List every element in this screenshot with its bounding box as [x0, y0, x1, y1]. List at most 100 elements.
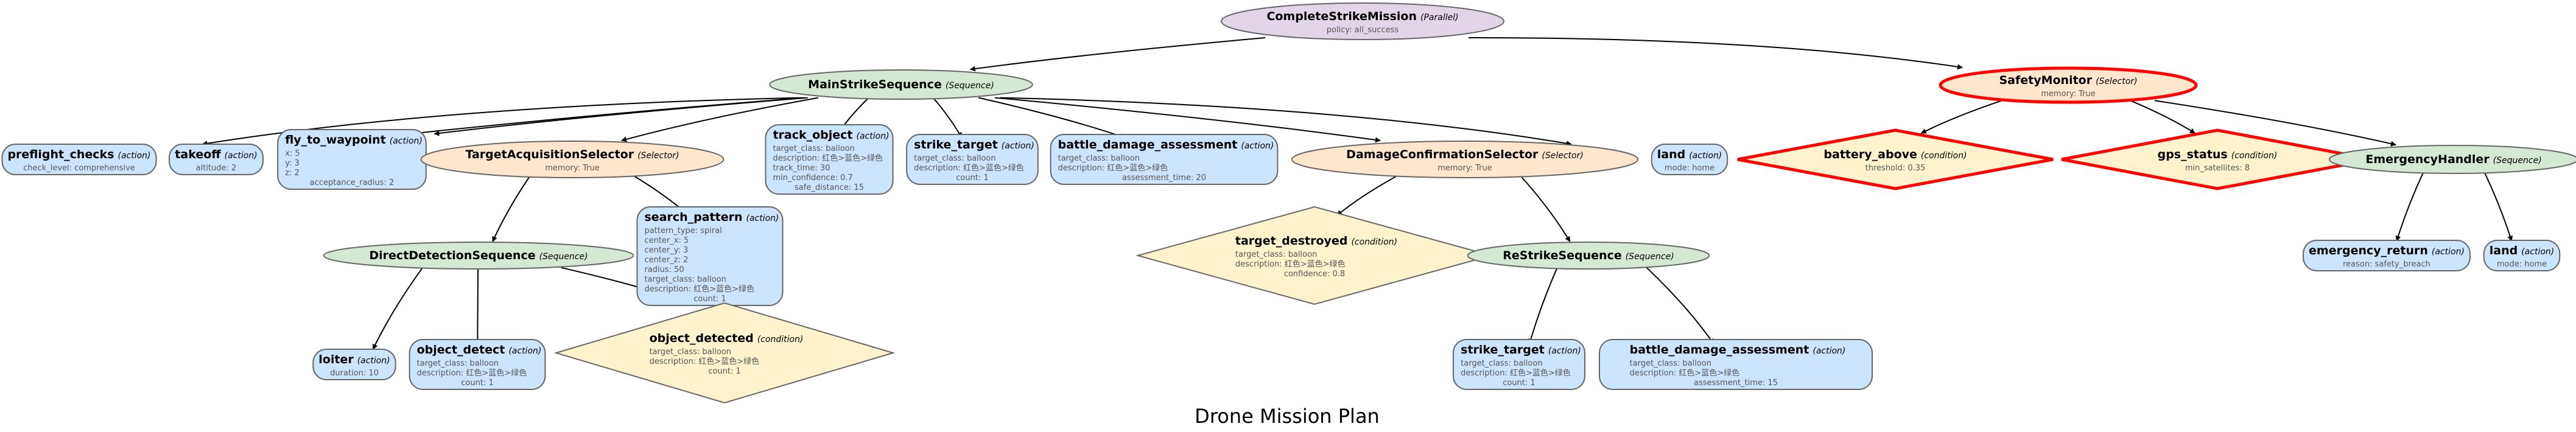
node-shape: [2483, 240, 2561, 271]
edge-safety-battery: [1920, 100, 2002, 134]
node-shape: [553, 302, 896, 404]
node-name: fly_to_waypoint(action): [285, 133, 423, 147]
node-emergencyhandler[interactable]: EmergencyHandler(Sequence): [2329, 145, 2576, 174]
node-param: altitude: 2: [196, 164, 237, 173]
node-param: target_class: balloon: [1235, 250, 1317, 259]
node-param: target_class: balloon: [644, 275, 726, 284]
edge-dds-loiter: [372, 267, 424, 350]
edge-restrike-bda2: [1646, 267, 1714, 344]
node-battle-damage-assessment[interactable]: battle_damage_assessment(action)target_c…: [1599, 339, 1873, 390]
action-box: [409, 339, 546, 390]
node-restrikesequence[interactable]: ReStrikeSequence(Sequence): [1467, 242, 1710, 270]
action-box: [1599, 339, 1873, 390]
node-shape: [1, 144, 157, 175]
node-name: track_object(action): [773, 128, 889, 142]
node-param: target_class: balloon: [650, 347, 731, 357]
node-shape: [1651, 144, 1728, 175]
composite-ellipse: [769, 69, 1033, 100]
node-name: target_destroyed(condition): [1235, 234, 1397, 248]
node-param: y: 3: [285, 159, 300, 168]
node-battle-damage-assessment[interactable]: battle_damage_assessment(action)target_c…: [1050, 134, 1279, 185]
node-shape: [409, 339, 546, 390]
node-param: memory: True: [545, 164, 600, 173]
node-fly-to-waypoint[interactable]: fly_to_waypoint(action)x: 5y: 3z: 2accep…: [277, 129, 427, 190]
node-damageconfirmationselector[interactable]: DamageConfirmationSelector(Selector)memo…: [1291, 141, 1638, 178]
edge-main-preflight: [202, 97, 802, 147]
node-name: takeoff(action): [175, 148, 257, 161]
edge-emerg-eret: [2395, 172, 2424, 242]
node-name: strike_target(action): [914, 138, 1034, 152]
node-shape: [2329, 145, 2576, 174]
node-name: search_pattern(action): [644, 211, 779, 224]
node-param: description: 红色>蓝色>绿色: [1461, 368, 1571, 378]
node-gps-status[interactable]: gps_status(condition)min_satellites: 8: [2061, 128, 2374, 190]
node-mainstrikesequence[interactable]: MainStrikeSequence(Sequence): [769, 69, 1033, 100]
node-search-pattern[interactable]: search_pattern(action)pattern_type: spir…: [636, 206, 784, 306]
node-param: acceptance_radius: 2: [310, 178, 394, 187]
edge-main-strike1: [932, 97, 963, 138]
node-shape: [906, 134, 1039, 185]
node-directdetectionsequence[interactable]: DirectDetectionSequence(Sequence): [323, 242, 634, 270]
edge-main-dcs: [994, 97, 1381, 143]
node-shape: [312, 349, 396, 380]
node-param: x: 5: [285, 149, 300, 158]
action-box: [312, 349, 396, 380]
node-param: target_class: balloon: [773, 144, 854, 153]
node-shape: [1939, 66, 2198, 104]
node-name: CompleteStrikeMission(Parallel): [1266, 10, 1458, 23]
action-box: [1050, 134, 1279, 185]
edge-safety-gps: [2130, 100, 2196, 134]
node-track-object[interactable]: track_object(action) target_class: balloo…: [765, 124, 894, 195]
condition-diamond: [1737, 128, 2054, 190]
node-object-detected[interactable]: object_detected(condition) target_class: …: [553, 302, 896, 404]
node-land[interactable]: land(action)mode: home: [2483, 240, 2561, 271]
node-name: strike_target(action): [1461, 343, 1581, 357]
node-param: target_class: balloon: [417, 359, 499, 368]
node-land[interactable]: land(action)mode: home: [1651, 144, 1728, 175]
node-name: battle_damage_assessment(action): [1058, 138, 1274, 152]
action-box: [636, 206, 784, 306]
node-strike-target[interactable]: strike_target(action)target_class: ballo…: [906, 134, 1039, 185]
node-shape: [1291, 141, 1638, 178]
node-param: description: 红色>蓝色>绿色: [1630, 368, 1740, 378]
node-name: TargetAcquisitionSelector(Selector): [465, 148, 679, 161]
action-box: [906, 134, 1039, 185]
node-name: loiter(action): [318, 353, 390, 366]
node-name: object_detected(condition): [650, 332, 804, 345]
node-shape: [1467, 242, 1710, 270]
node-safetymonitor[interactable]: SafetyMonitor(Selector)memory: True: [1939, 66, 2198, 104]
composite-ellipse: [2329, 145, 2576, 174]
node-object-detect[interactable]: object_detect(action)target_class: ballo…: [409, 339, 546, 390]
node-takeoff[interactable]: takeoff(action) altitude: 2: [169, 144, 264, 175]
edge-dcs-destroyed: [1336, 175, 1398, 216]
node-param: safe_distance: 15: [795, 183, 864, 192]
node-shape: [2303, 240, 2471, 271]
action-box: [765, 124, 894, 195]
node-battery-above[interactable]: battery_above(condition)threshold: 0.35: [1737, 128, 2054, 190]
node-shape: [636, 206, 784, 306]
diagram-title: Drone Mission Plan: [1195, 405, 1380, 428]
node-param: description: 红色>蓝色>绿色: [417, 368, 527, 378]
composite-ellipse: [323, 242, 634, 270]
node-preflight-checks[interactable]: preflight_checks(action)check_level: com…: [1, 144, 157, 175]
node-name: EmergencyHandler(Sequence): [2365, 153, 2541, 166]
node-shape: [769, 69, 1033, 100]
node-param: assessment_time: 15: [1694, 378, 1778, 388]
node-targetacquisitionselector[interactable]: TargetAcquisitionSelector(Selector) memor…: [420, 141, 725, 178]
node-shape: [1599, 339, 1873, 390]
node-completestrikemission[interactable]: CompleteStrikeMission(Parallel)policy: a…: [1221, 2, 1504, 40]
node-shape: [323, 242, 634, 270]
action-box: [1453, 339, 1585, 390]
composite-ellipse: [1939, 66, 2198, 104]
node-strike-target[interactable]: strike_target(action)target_class: ballo…: [1453, 339, 1585, 390]
node-loiter[interactable]: loiter(action) duration: 10: [312, 349, 396, 380]
node-emergency-return[interactable]: emergency_return(action)reason: safety_b…: [2303, 240, 2471, 271]
edge-safety-emerg: [2154, 100, 2396, 147]
node-target-destroyed[interactable]: target_destroyed(condition) target_class:…: [1135, 206, 1493, 305]
node-name: ReStrikeSequence(Sequence): [1503, 249, 1674, 262]
node-shape: [765, 124, 894, 195]
composite-ellipse: [1467, 242, 1710, 270]
node-param: duration: 10: [330, 369, 379, 378]
node-param: center_z: 2: [644, 256, 688, 265]
